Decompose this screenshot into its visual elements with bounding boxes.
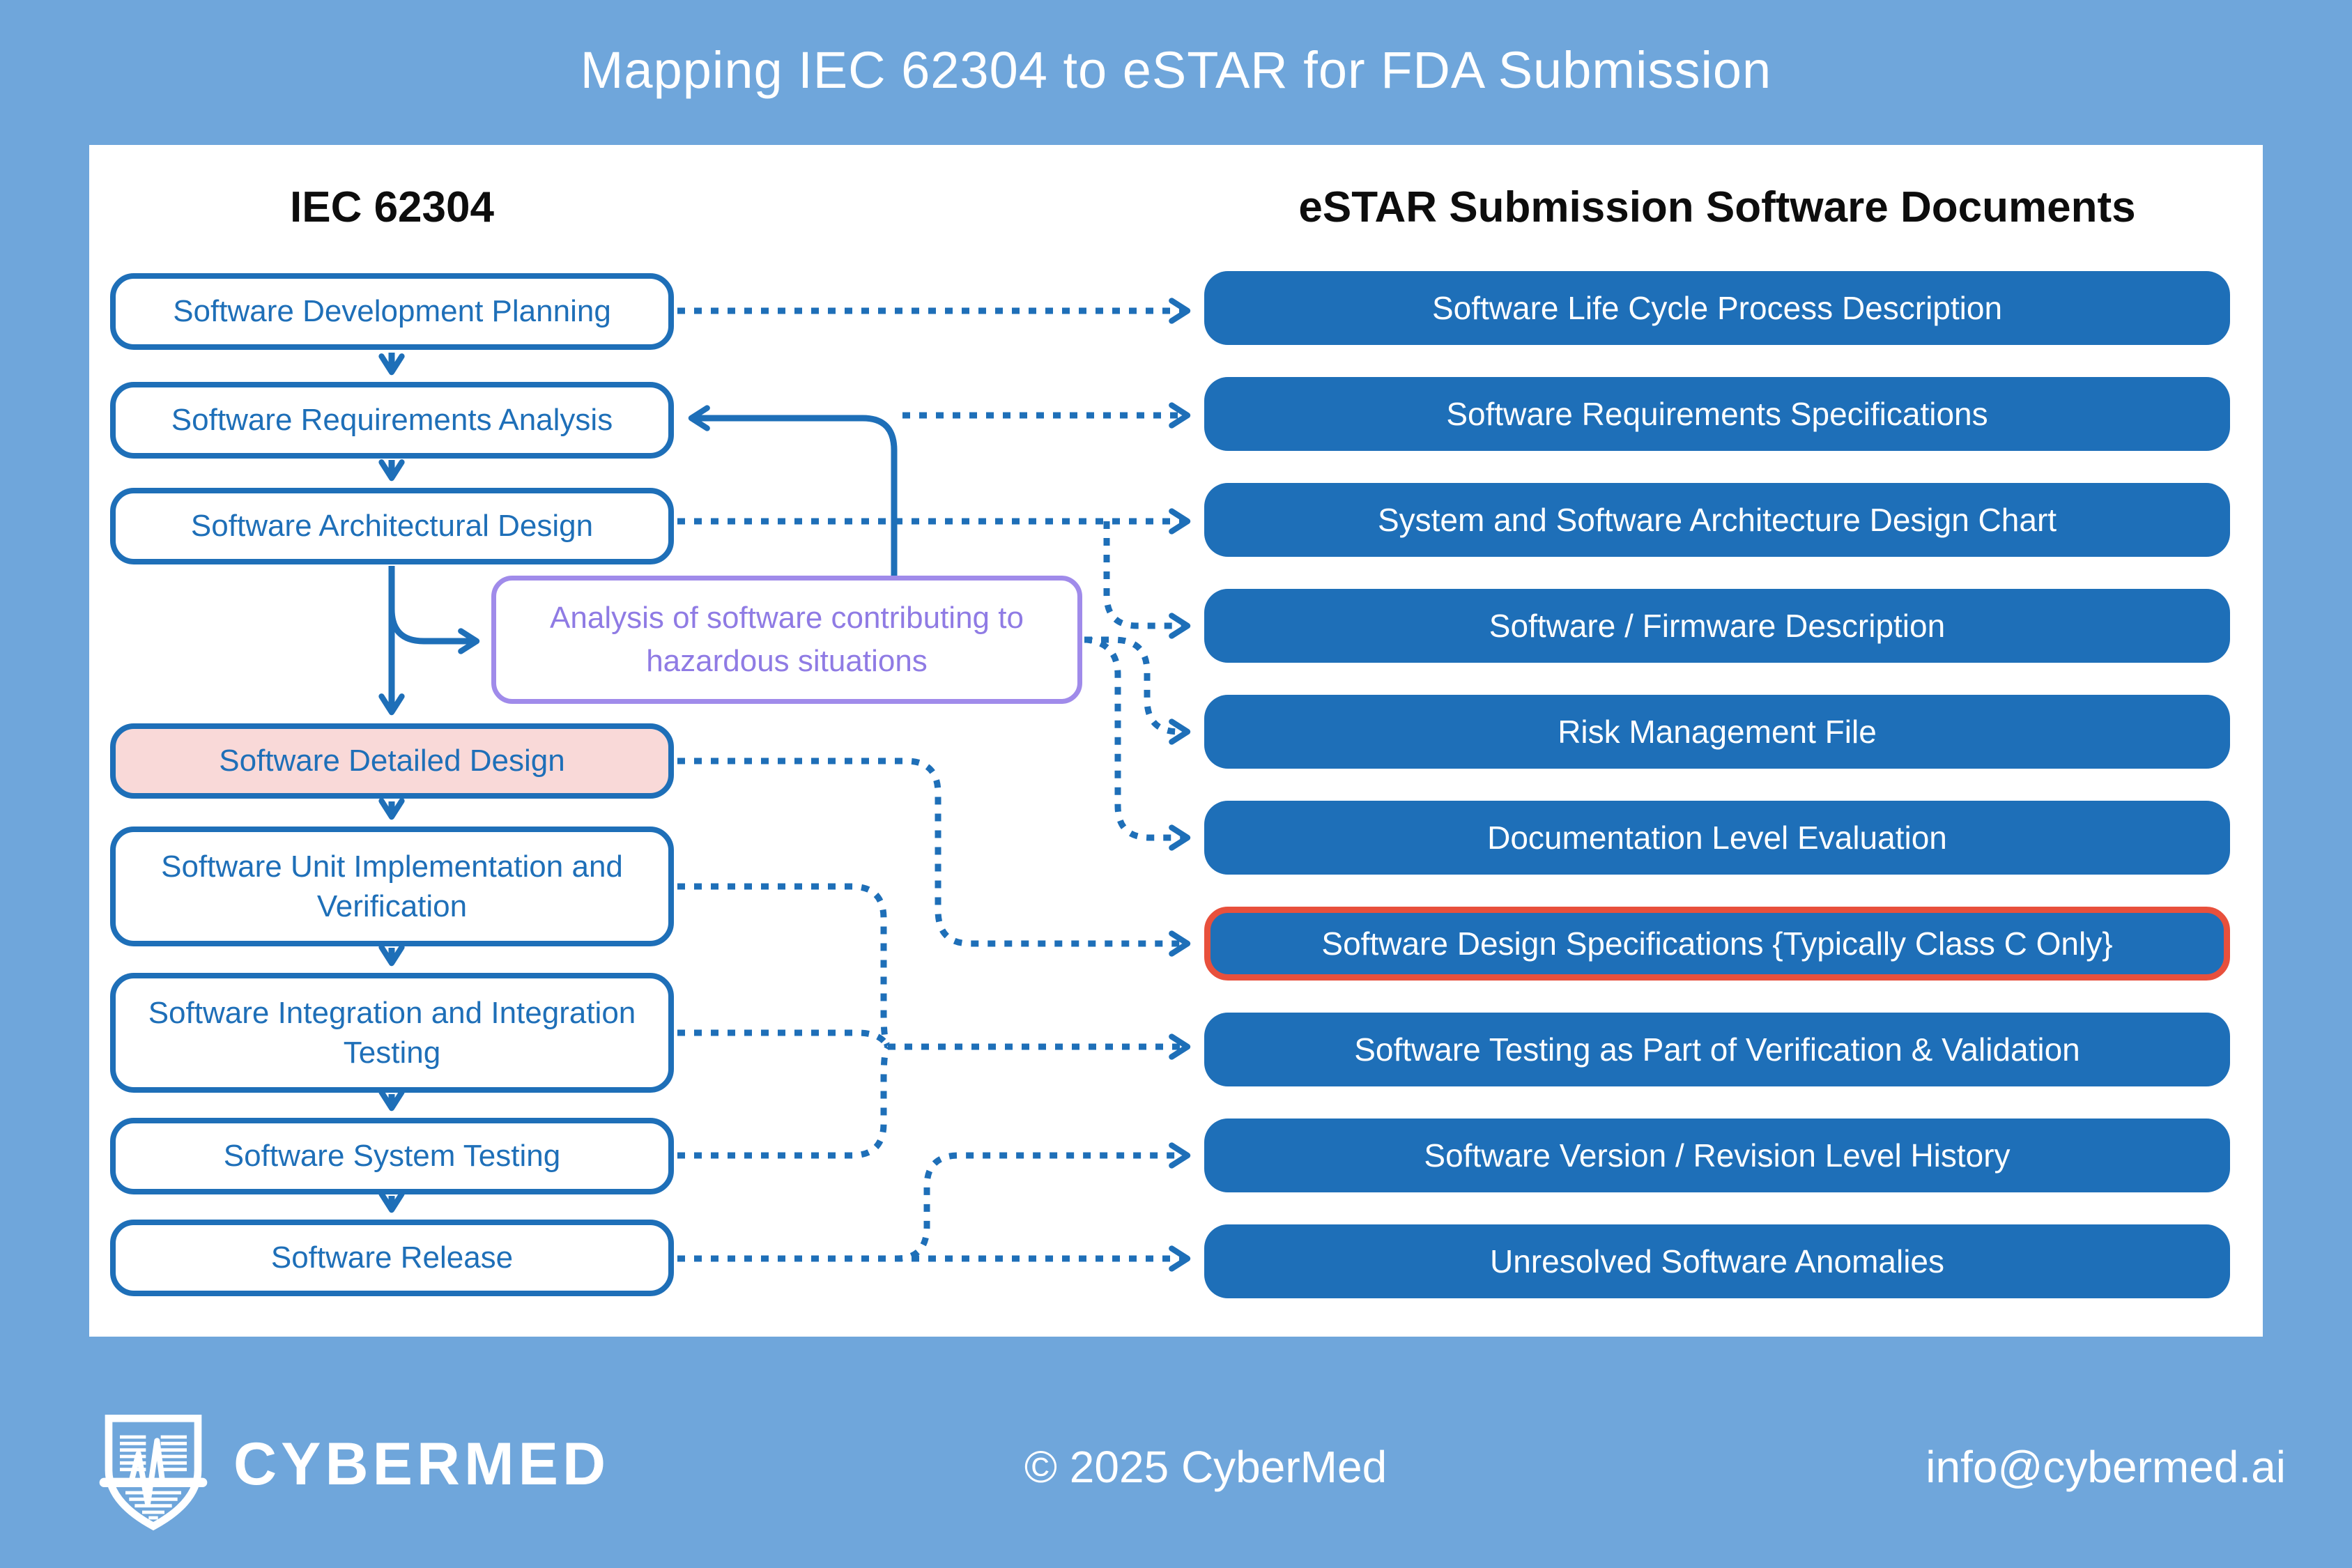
flow-box-architectural-design: Software Architectural Design <box>110 488 674 564</box>
flow-box-requirements-analysis: Software Requirements Analysis <box>110 382 674 459</box>
doc-box-testing-verification-validation: Software Testing as Part of Verification… <box>1204 1013 2230 1086</box>
flow-box-integration-testing: Software Integration and Integration Tes… <box>110 973 674 1093</box>
doc-box-firmware-description: Software / Firmware Description <box>1204 589 2230 663</box>
flow-box-software-release: Software Release <box>110 1220 674 1296</box>
right-column-header: eSTAR Submission Software Documents <box>1298 183 2136 231</box>
flow-box-detailed-design: Software Detailed Design <box>110 723 674 799</box>
doc-box-risk-management-file: Risk Management File <box>1204 695 2230 769</box>
doc-box-version-revision-history: Software Version / Revision Level Histor… <box>1204 1119 2230 1192</box>
flow-box-system-testing: Software System Testing <box>110 1118 674 1194</box>
footer-email: info@cybermed.ai <box>1926 1442 2286 1492</box>
doc-box-architecture-design-chart: System and Software Architecture Design … <box>1204 483 2230 557</box>
doc-box-lifecycle-description: Software Life Cycle Process Description <box>1204 271 2230 345</box>
footer-copyright: © 2025 CyberMed <box>1024 1442 1388 1492</box>
flow-box-development-planning: Software Development Planning <box>110 273 674 350</box>
cybermed-shield-logo-icon <box>99 1415 208 1531</box>
hazard-analysis-box: Analysis of software contributing to haz… <box>491 576 1082 704</box>
doc-box-unresolved-anomalies: Unresolved Software Anomalies <box>1204 1224 2230 1298</box>
doc-box-requirements-specifications: Software Requirements Specifications <box>1204 377 2230 451</box>
doc-box-documentation-level-evaluation: Documentation Level Evaluation <box>1204 801 2230 875</box>
footer-brand-name: CYBERMED <box>233 1431 610 1498</box>
doc-box-design-specifications: Software Design Specifications {Typicall… <box>1204 907 2230 981</box>
page-title: Mapping IEC 62304 to eSTAR for FDA Submi… <box>580 41 1772 99</box>
left-column-header: IEC 62304 <box>290 183 494 231</box>
flow-box-unit-implementation: Software Unit Implementation and Verific… <box>110 827 674 946</box>
